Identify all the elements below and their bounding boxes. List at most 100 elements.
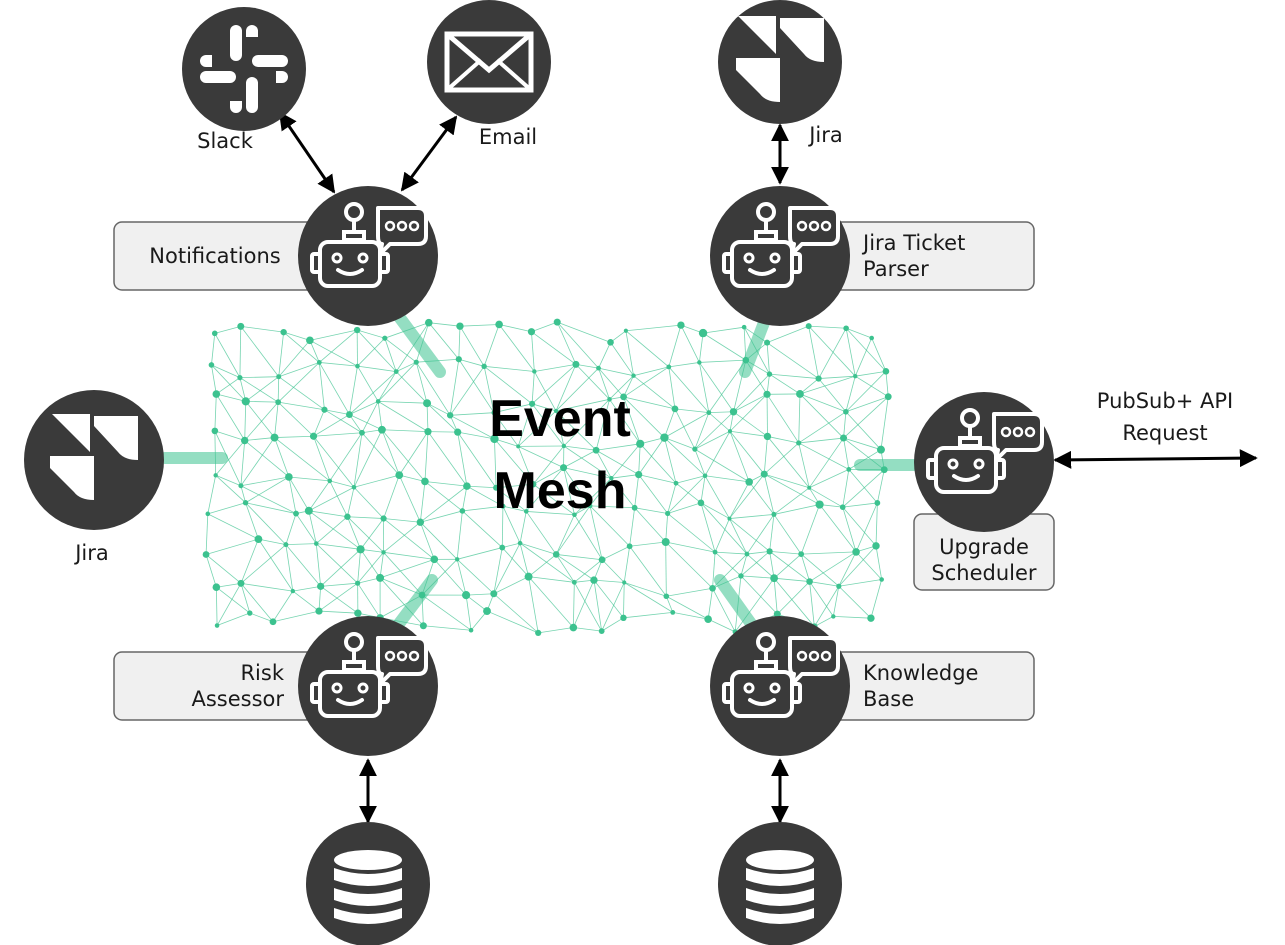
mesh-link bbox=[494, 438, 497, 488]
mesh-link bbox=[458, 358, 485, 367]
mesh-link bbox=[629, 546, 667, 597]
mesh-node bbox=[481, 363, 487, 370]
mesh-link bbox=[277, 362, 320, 403]
mesh-link bbox=[465, 594, 488, 612]
mesh-node bbox=[876, 445, 885, 454]
mesh-link bbox=[763, 442, 799, 475]
mesh-link bbox=[664, 412, 710, 439]
mesh-node bbox=[590, 576, 598, 584]
mesh-node bbox=[459, 508, 466, 514]
mesh-link bbox=[318, 362, 350, 415]
mesh-link bbox=[383, 475, 400, 519]
jira-parser-label-line1: Jira Ticket bbox=[861, 231, 965, 255]
jira-top-icon bbox=[718, 0, 842, 124]
mesh-link bbox=[623, 396, 665, 438]
mesh-link bbox=[774, 577, 810, 582]
mesh-link bbox=[240, 582, 293, 592]
mesh-link bbox=[574, 505, 591, 516]
mesh-link bbox=[769, 514, 775, 552]
mesh-link bbox=[457, 431, 495, 440]
mesh-link bbox=[495, 487, 504, 507]
mesh-link bbox=[207, 513, 259, 540]
mesh-node bbox=[636, 439, 645, 448]
mesh-node bbox=[395, 471, 404, 480]
mesh-link bbox=[384, 337, 417, 363]
mesh-link bbox=[799, 378, 819, 395]
mesh-link bbox=[347, 516, 384, 519]
mesh-link bbox=[215, 474, 246, 504]
mesh-link bbox=[272, 610, 320, 623]
mesh-node bbox=[592, 446, 600, 454]
mesh-node bbox=[560, 464, 568, 472]
mesh-node bbox=[499, 544, 506, 551]
risk-assessor-robot-icon bbox=[296, 614, 440, 758]
mesh-node bbox=[626, 543, 633, 550]
mesh-node bbox=[346, 411, 353, 418]
mesh-node bbox=[852, 548, 860, 556]
mesh-link bbox=[274, 435, 314, 438]
mesh-link bbox=[704, 431, 731, 476]
mesh-link bbox=[769, 373, 819, 379]
mesh-link bbox=[609, 375, 634, 400]
mesh-node bbox=[843, 325, 849, 332]
mesh-link bbox=[880, 396, 889, 450]
mesh-node bbox=[712, 549, 718, 555]
mesh-link bbox=[459, 325, 485, 367]
mesh-node bbox=[454, 557, 460, 562]
mesh-node bbox=[673, 480, 679, 486]
mesh-node bbox=[874, 500, 881, 506]
mesh-link bbox=[214, 430, 245, 441]
mesh-link bbox=[574, 514, 603, 560]
mesh-link bbox=[245, 502, 259, 540]
mesh-link bbox=[773, 514, 802, 555]
mesh-link bbox=[423, 625, 472, 631]
mesh-link bbox=[700, 475, 706, 503]
mesh-link bbox=[493, 403, 533, 414]
mesh-link bbox=[598, 342, 611, 369]
mesh-link bbox=[292, 590, 320, 612]
mesh-node bbox=[663, 593, 670, 600]
mesh-link bbox=[740, 575, 775, 579]
mesh-link bbox=[519, 511, 527, 544]
mesh-link bbox=[517, 410, 557, 447]
mesh-link bbox=[714, 551, 742, 577]
mesh-link bbox=[211, 364, 241, 378]
connector-jira-parser bbox=[739, 314, 771, 378]
mesh-link bbox=[733, 393, 768, 413]
mesh-node bbox=[468, 627, 474, 633]
mesh-link bbox=[465, 595, 472, 631]
mesh-link bbox=[808, 325, 847, 329]
mesh-link bbox=[733, 411, 768, 437]
mesh-link bbox=[207, 475, 217, 514]
mesh-node bbox=[237, 375, 243, 381]
mesh-node bbox=[815, 375, 822, 382]
mesh-link bbox=[245, 476, 290, 504]
mesh-link bbox=[421, 594, 472, 631]
mesh-link bbox=[664, 437, 677, 484]
mesh-link bbox=[278, 362, 320, 378]
mesh-link bbox=[274, 437, 290, 478]
mesh-node bbox=[306, 336, 314, 345]
mesh-link bbox=[244, 401, 279, 441]
mesh-link bbox=[638, 474, 677, 484]
mesh-node bbox=[552, 551, 560, 558]
mesh-link bbox=[595, 399, 610, 451]
mesh-node bbox=[869, 335, 874, 341]
mesh-node bbox=[706, 410, 712, 416]
mesh-node bbox=[766, 371, 773, 377]
mesh-node bbox=[285, 473, 293, 481]
mesh-link bbox=[623, 611, 673, 619]
mesh-link bbox=[517, 403, 533, 447]
mesh-link bbox=[845, 327, 887, 372]
mesh-link bbox=[766, 394, 800, 444]
mesh-link bbox=[493, 547, 503, 594]
mesh-node bbox=[843, 408, 849, 415]
mesh-node bbox=[596, 365, 601, 371]
mesh-link bbox=[420, 485, 468, 523]
mesh-node bbox=[413, 359, 419, 365]
mesh-link bbox=[496, 483, 534, 489]
mesh-link bbox=[309, 340, 320, 363]
mesh-link bbox=[667, 502, 702, 514]
knowledge-base-database-icon bbox=[718, 822, 842, 945]
mesh-link bbox=[729, 518, 770, 552]
